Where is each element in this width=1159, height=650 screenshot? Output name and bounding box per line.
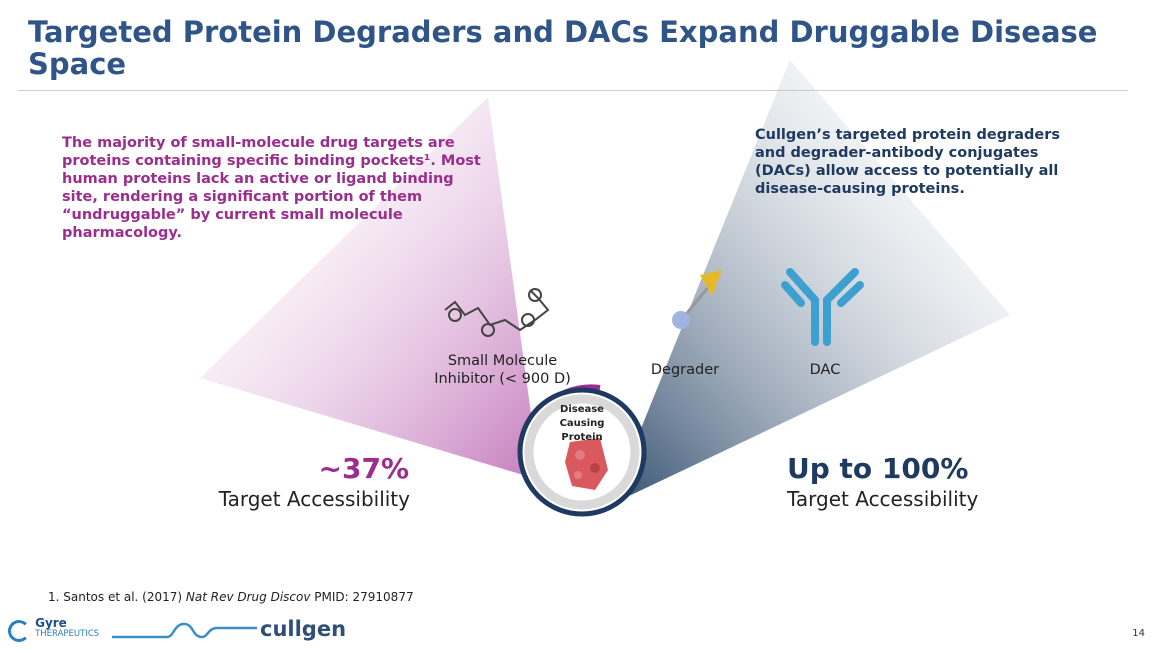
- dac-label: DAC: [809, 362, 841, 378]
- right-description: Cullgen’s targeted protein degraders and…: [755, 127, 1061, 197]
- small-molecule-label: Small Molecule Inhibitor (< 900 D): [420, 352, 585, 388]
- antibody-icon: [781, 268, 864, 346]
- right-stat-label: Target Accessibility: [787, 487, 979, 511]
- protein-label: Disease Causing Protein: [540, 403, 624, 445]
- protein-structure-icon: [565, 438, 608, 490]
- footnote: 1. Santos et al. (2017) Nat Rev Drug Dis…: [48, 590, 414, 604]
- left-stat-label: Target Accessibility: [218, 487, 410, 511]
- small-molecule-cone: [200, 97, 540, 480]
- protein-ring: [524, 394, 640, 510]
- page-title: Targeted Protein Degraders and DACs Expa…: [28, 15, 1098, 81]
- small-molecule-label-line2: Inhibitor (< 900 D): [434, 371, 571, 387]
- gyre-logo-icon: [8, 620, 30, 642]
- gyre-logo: Gyre THERAPEUTICS: [8, 616, 100, 642]
- protein-label-line1: Disease: [560, 404, 604, 415]
- small-molecule-label-line1: Small Molecule: [447, 353, 558, 369]
- footnote-journal: Nat Rev Drug Discov: [185, 590, 311, 604]
- degrader-label: Degrader: [650, 362, 720, 378]
- protein-label-line2: Causing Protein: [559, 418, 605, 443]
- cullgen-logo: cullgen: [260, 617, 347, 641]
- right-stat-value: Up to 100%: [787, 452, 969, 485]
- small-molecule-icon: [444, 288, 550, 337]
- title-divider: [18, 90, 1128, 91]
- left-stat-value: ~37%: [318, 452, 409, 485]
- gyre-logo-subtext: THERAPEUTICS: [35, 629, 100, 639]
- footnote-prefix: 1. Santos et al. (2017): [48, 590, 186, 604]
- degrader-icon: [672, 270, 722, 329]
- left-description: The majority of small-molecule drug targ…: [62, 135, 481, 241]
- footnote-suffix: PMID: 27910877: [310, 590, 414, 604]
- page-number: 14: [1132, 628, 1145, 639]
- degrader-cone: [610, 60, 1010, 505]
- logo-connector-line: [112, 622, 257, 639]
- gyre-logo-text: Gyre: [35, 616, 67, 630]
